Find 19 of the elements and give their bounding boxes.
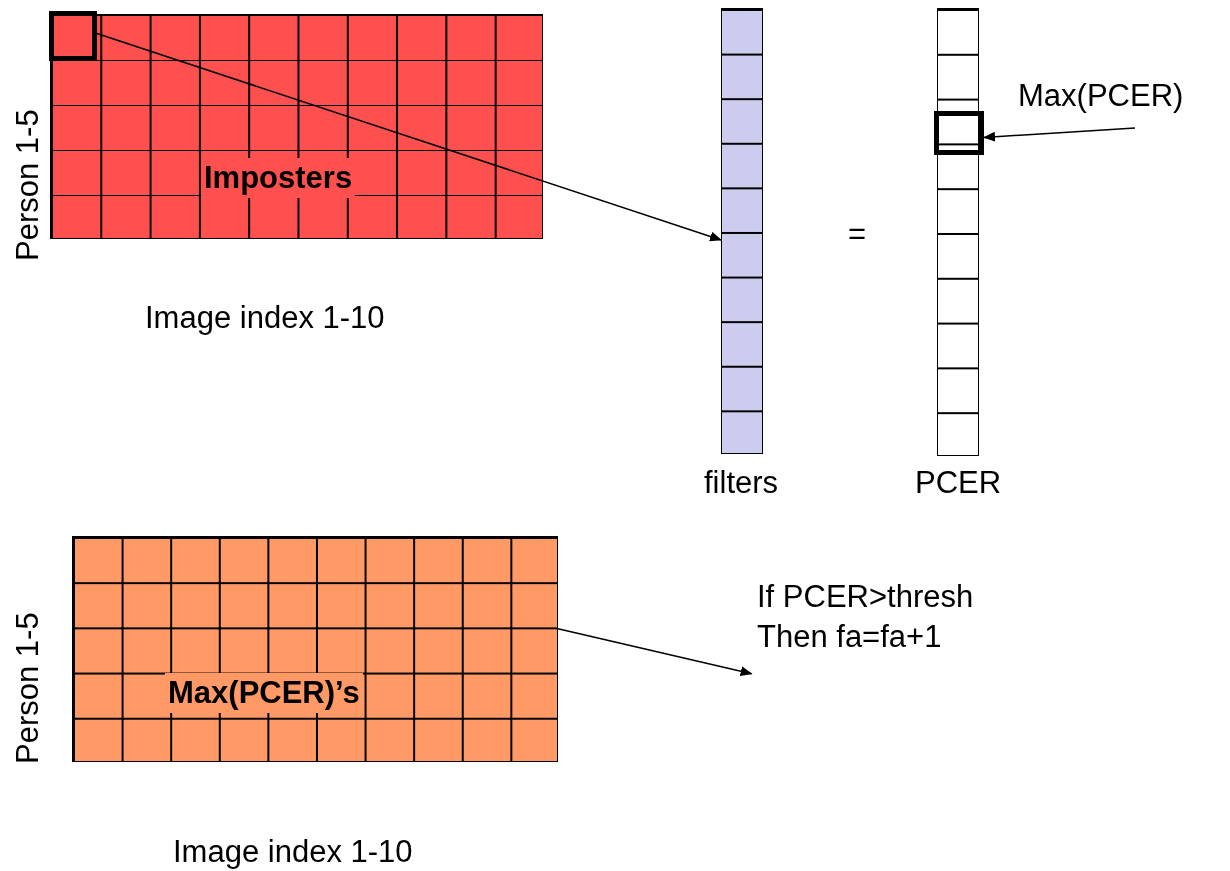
equals-sign: =	[848, 215, 867, 253]
grid-table	[72, 536, 558, 762]
caption-text: Image index 1-10	[173, 833, 413, 871]
caption-text: Image index 1-10	[145, 299, 385, 337]
caption-text: filters	[704, 464, 779, 502]
caption-text: PCER	[915, 464, 1002, 502]
annotation-text: If PCER>thresh Then fa=fa+1	[757, 577, 1027, 658]
highlighted-cell	[49, 11, 97, 61]
grid-table	[50, 14, 543, 239]
arrow	[557, 627, 753, 677]
arrow	[96, 32, 722, 242]
axis-label: Person 1-5	[8, 612, 46, 764]
arrow	[983, 127, 1136, 142]
vector-column	[721, 8, 763, 454]
highlighted-cell	[934, 111, 984, 155]
annotation-text: Max(PCER)	[1018, 76, 1213, 128]
grid-title: Imposters	[201, 158, 356, 199]
axis-label: Person 1-5	[8, 109, 46, 261]
grid-title: Max(PCER)’s	[165, 673, 363, 714]
